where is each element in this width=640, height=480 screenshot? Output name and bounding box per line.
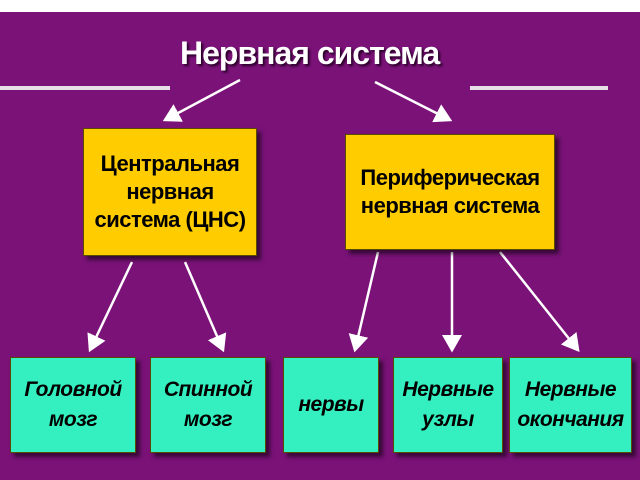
arrow-title-to-central xyxy=(162,78,241,122)
nerves-label: нервы xyxy=(298,393,364,416)
peripheral-nervous-system-box: Периферическая нервная система xyxy=(345,134,555,250)
spinal-cord-label: Спинной мозг xyxy=(163,378,253,431)
ganglia-box: Нервные узлы xyxy=(393,357,503,453)
top-strip xyxy=(0,0,640,12)
central-nervous-system-box: Центральная нервная система (ЦНС) xyxy=(83,128,257,256)
arrow-peripheral-to-nerves xyxy=(348,251,380,353)
peripheral-nervous-system-label: Периферическая нервная система xyxy=(360,165,540,218)
ganglia-label: Нервные узлы xyxy=(402,378,494,431)
arrow-central-to-brain xyxy=(87,261,134,353)
brain-box: Головной мозг xyxy=(10,357,136,453)
arrow-title-to-peripheral xyxy=(374,80,453,123)
central-nervous-system-label: Центральная нервная система (ЦНС) xyxy=(94,151,246,232)
nerves-box: нервы xyxy=(283,357,379,453)
title-rule-left xyxy=(0,86,170,90)
brain-label: Головной мозг xyxy=(24,378,122,431)
nerve-endings-label: Нервные окончания xyxy=(517,378,624,431)
diagram-title: Нервная система xyxy=(180,35,440,71)
arrow-peripheral-to-endings xyxy=(499,251,580,352)
nerve-endings-box: Нервные окончания xyxy=(509,357,632,453)
arrow-central-to-spinal-cord xyxy=(183,261,227,353)
spinal-cord-box: Спинной мозг xyxy=(150,357,266,453)
title-rule-right xyxy=(470,86,608,90)
